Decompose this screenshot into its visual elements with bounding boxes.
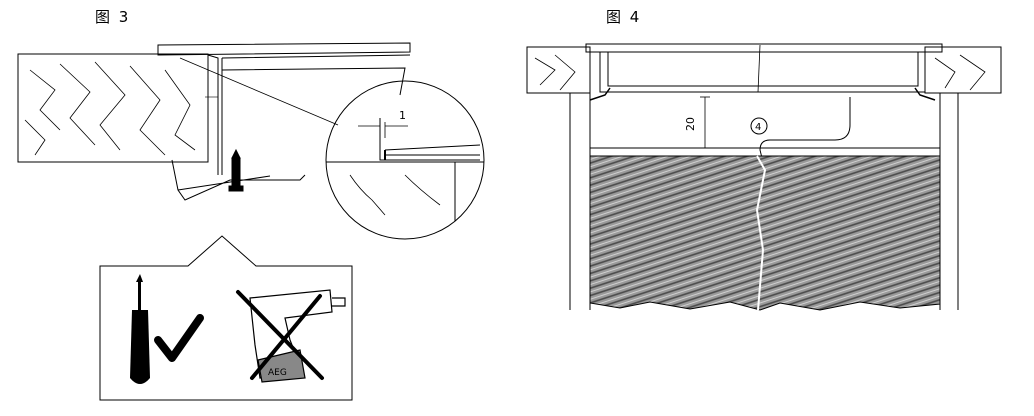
hob-glass — [157, 42, 411, 56]
figure-3-diagram — [17, 42, 485, 401]
worktop-section — [17, 53, 209, 163]
wood-grain — [24, 61, 196, 156]
gap-dimension-label: 20 — [684, 117, 697, 131]
cross-icon — [236, 290, 324, 380]
hatched-panel — [589, 155, 941, 311]
figure-4-diagram — [526, 43, 1002, 311]
worktop-left — [526, 46, 591, 94]
hob-frame — [207, 54, 411, 175]
power-cable — [756, 97, 851, 311]
gap-dimension — [700, 96, 710, 149]
callout-4 — [750, 117, 768, 135]
tool-callout-frame — [99, 235, 353, 401]
figure-3-title: 图 3 — [95, 8, 131, 26]
screw-icon — [228, 148, 244, 192]
worktop-right — [924, 46, 1002, 94]
hob-top — [585, 43, 943, 53]
detail-dimension — [358, 122, 408, 138]
callout-4-label: 4 — [755, 122, 761, 133]
screwdriver-icon — [130, 274, 150, 384]
figure-4-title: 图 4 — [606, 8, 642, 26]
svg-text:AEG: AEG — [268, 368, 287, 378]
power-drill-icon: AEG — [249, 289, 346, 383]
checkmark-icon — [154, 314, 204, 362]
detail-dimension-label: 1 — [399, 109, 406, 122]
mounting-clip — [171, 159, 306, 201]
detail-magnifier — [325, 80, 485, 240]
hob-body — [599, 52, 926, 93]
